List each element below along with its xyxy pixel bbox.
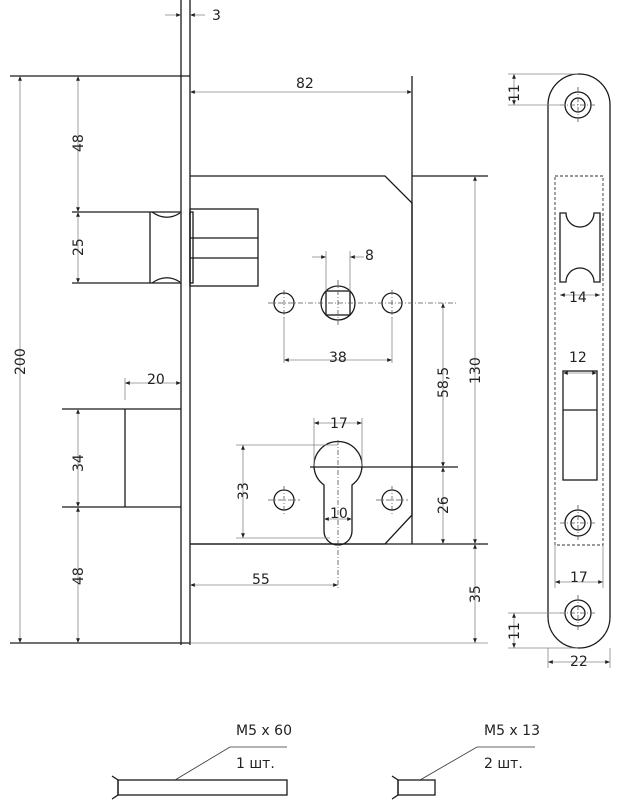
dim-faceplate-thickness: 3 xyxy=(212,8,221,24)
dim-total-height: 200 xyxy=(13,348,29,375)
dim-backset-total: 82 xyxy=(296,76,314,92)
faceplate xyxy=(10,0,191,645)
dim-strike-bolt-slot: 12 xyxy=(569,350,587,366)
dim-latch-height: 25 xyxy=(71,238,87,256)
dim-deadbolt-to-bottom: 48 xyxy=(71,567,87,585)
screw-long-qty: 1 шт. xyxy=(236,756,275,772)
screw-long-size: M5 x 60 xyxy=(236,723,292,739)
strike-plate xyxy=(508,73,611,668)
screw-short-qty: 2 шт. xyxy=(484,756,523,772)
dim-strike-width: 22 xyxy=(570,654,588,670)
lock-body xyxy=(190,76,488,545)
dim-strike-top-hole: 11 xyxy=(507,84,523,102)
screw-long: M5 x 60 1 шт. xyxy=(111,723,292,800)
dimension-labels: 3 82 200 48 25 20 34 48 8 38 58,5 130 17… xyxy=(13,8,484,603)
dim-deadbolt-throw: 20 xyxy=(147,372,165,388)
dim-deadbolt-height: 34 xyxy=(71,454,87,472)
dim-cylinder-to-bottom: 26 xyxy=(436,496,452,514)
dim-backset: 55 xyxy=(252,572,270,588)
dim-body-height: 130 xyxy=(468,357,484,384)
latch-bolt xyxy=(72,208,259,287)
cylinder-cutout xyxy=(236,418,458,590)
strike-labels: 11 14 12 17 11 22 xyxy=(507,84,588,670)
dim-cylinder-height: 33 xyxy=(236,482,252,500)
deadbolt xyxy=(62,378,181,508)
dim-strike-bolt-recess: 17 xyxy=(570,570,588,586)
dim-spindle-square: 8 xyxy=(365,248,374,264)
screw-short-size: M5 x 13 xyxy=(484,723,540,739)
dim-handle-screw-spacing: 38 xyxy=(329,350,347,366)
dim-strike-latch-slot: 14 xyxy=(569,290,587,306)
screw-short: M5 x 13 2 шт. xyxy=(391,723,540,800)
dim-cylinder-slot: 10 xyxy=(330,506,348,522)
dim-strike-bottom-hole: 11 xyxy=(507,622,523,640)
dimension-lines xyxy=(18,13,488,644)
dim-body-bottom-to-plate: 35 xyxy=(468,585,484,603)
dim-top-to-latch: 48 xyxy=(71,134,87,152)
dim-handle-to-cylinder: 58,5 xyxy=(436,367,452,398)
handle-spindle-holes xyxy=(268,251,458,363)
dim-cylinder-width: 17 xyxy=(330,416,348,432)
